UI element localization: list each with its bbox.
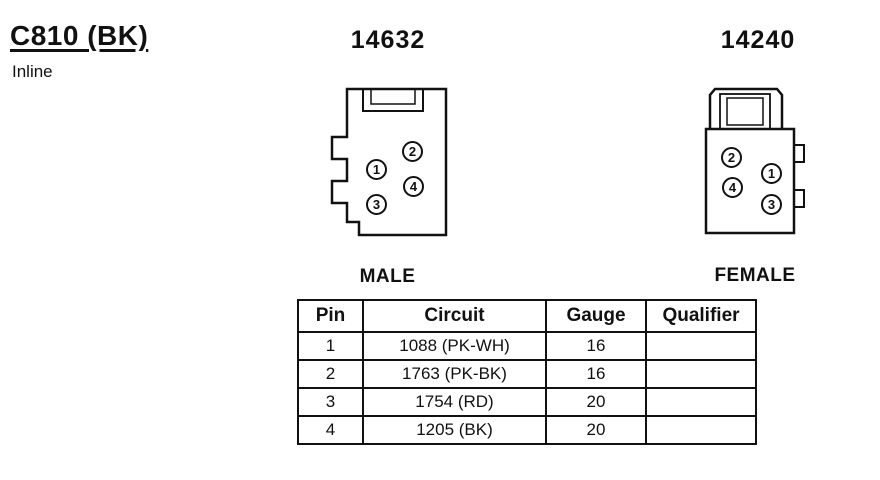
- gauge-cell: 16: [545, 359, 647, 389]
- male-gender-label: MALE: [359, 266, 416, 287]
- male-connector-outline-icon: [330, 87, 448, 237]
- qualifier-column-header: Qualifier: [645, 299, 757, 333]
- pin-table-row: 3 1754 (RD) 20: [297, 387, 757, 417]
- male-latch-slot-outer: [362, 88, 424, 112]
- connector-id-title: C810 (BK): [10, 20, 149, 51]
- circuit-cell: 1754 (RD): [362, 387, 547, 417]
- gauge-cell: 20: [545, 387, 647, 417]
- female-pin-2-marker: 2: [721, 147, 742, 168]
- qualifier-cell: [645, 387, 757, 417]
- pin-table-row: 4 1205 (BK) 20: [297, 415, 757, 445]
- circuit-cell: 1763 (PK-BK): [362, 359, 547, 389]
- female-latch-slot: [726, 97, 764, 126]
- pin-table-row: 2 1763 (PK-BK) 16: [297, 359, 757, 389]
- gauge-column-header: Gauge: [545, 299, 647, 333]
- female-pin-3-marker: 3: [761, 194, 782, 215]
- pin-table-header-row: Pin Circuit Gauge Qualifier: [297, 299, 757, 333]
- male-pin-1-marker: 1: [366, 159, 387, 180]
- female-part-number: 14240: [720, 26, 796, 54]
- female-body-outline: [704, 127, 796, 235]
- circuit-column-header: Circuit: [362, 299, 547, 333]
- male-latch-slot-inner: [370, 88, 416, 105]
- pin-circuit-table: Pin Circuit Gauge Qualifier 1 1088 (PK-W…: [297, 299, 757, 445]
- circuit-cell: 1088 (PK-WH): [362, 331, 547, 361]
- female-connector-outline-icon: [704, 87, 805, 235]
- male-pin-3-marker: 3: [366, 194, 387, 215]
- pin-table-row: 1 1088 (PK-WH) 16: [297, 331, 757, 361]
- circuit-cell: 1205 (BK): [362, 415, 547, 445]
- male-connector-diagram: 1 2 3 4: [315, 85, 460, 240]
- pin-number-cell: 3: [297, 387, 364, 417]
- pin-number-cell: 1: [297, 331, 364, 361]
- female-pin-4-marker: 4: [722, 177, 743, 198]
- pin-number-cell: 4: [297, 415, 364, 445]
- gauge-cell: 20: [545, 415, 647, 445]
- connector-mounting-label: Inline: [12, 62, 53, 81]
- male-pin-2-marker: 2: [402, 141, 423, 162]
- pin-number-cell: 2: [297, 359, 364, 389]
- female-latch-tab: [708, 87, 784, 129]
- male-body-outline: [330, 87, 448, 237]
- qualifier-cell: [645, 331, 757, 361]
- female-lock-tab-lower: [793, 189, 805, 208]
- gauge-cell: 16: [545, 331, 647, 361]
- female-pin-1-marker: 1: [761, 163, 782, 184]
- male-pin-4-marker: 4: [403, 176, 424, 197]
- pin-column-header: Pin: [297, 299, 364, 333]
- female-gender-label: FEMALE: [714, 265, 796, 286]
- male-part-number: 14632: [350, 26, 426, 54]
- female-lock-tab-upper: [793, 144, 805, 163]
- female-connector-diagram: 1 2 3 4: [700, 85, 812, 237]
- qualifier-cell: [645, 415, 757, 445]
- qualifier-cell: [645, 359, 757, 389]
